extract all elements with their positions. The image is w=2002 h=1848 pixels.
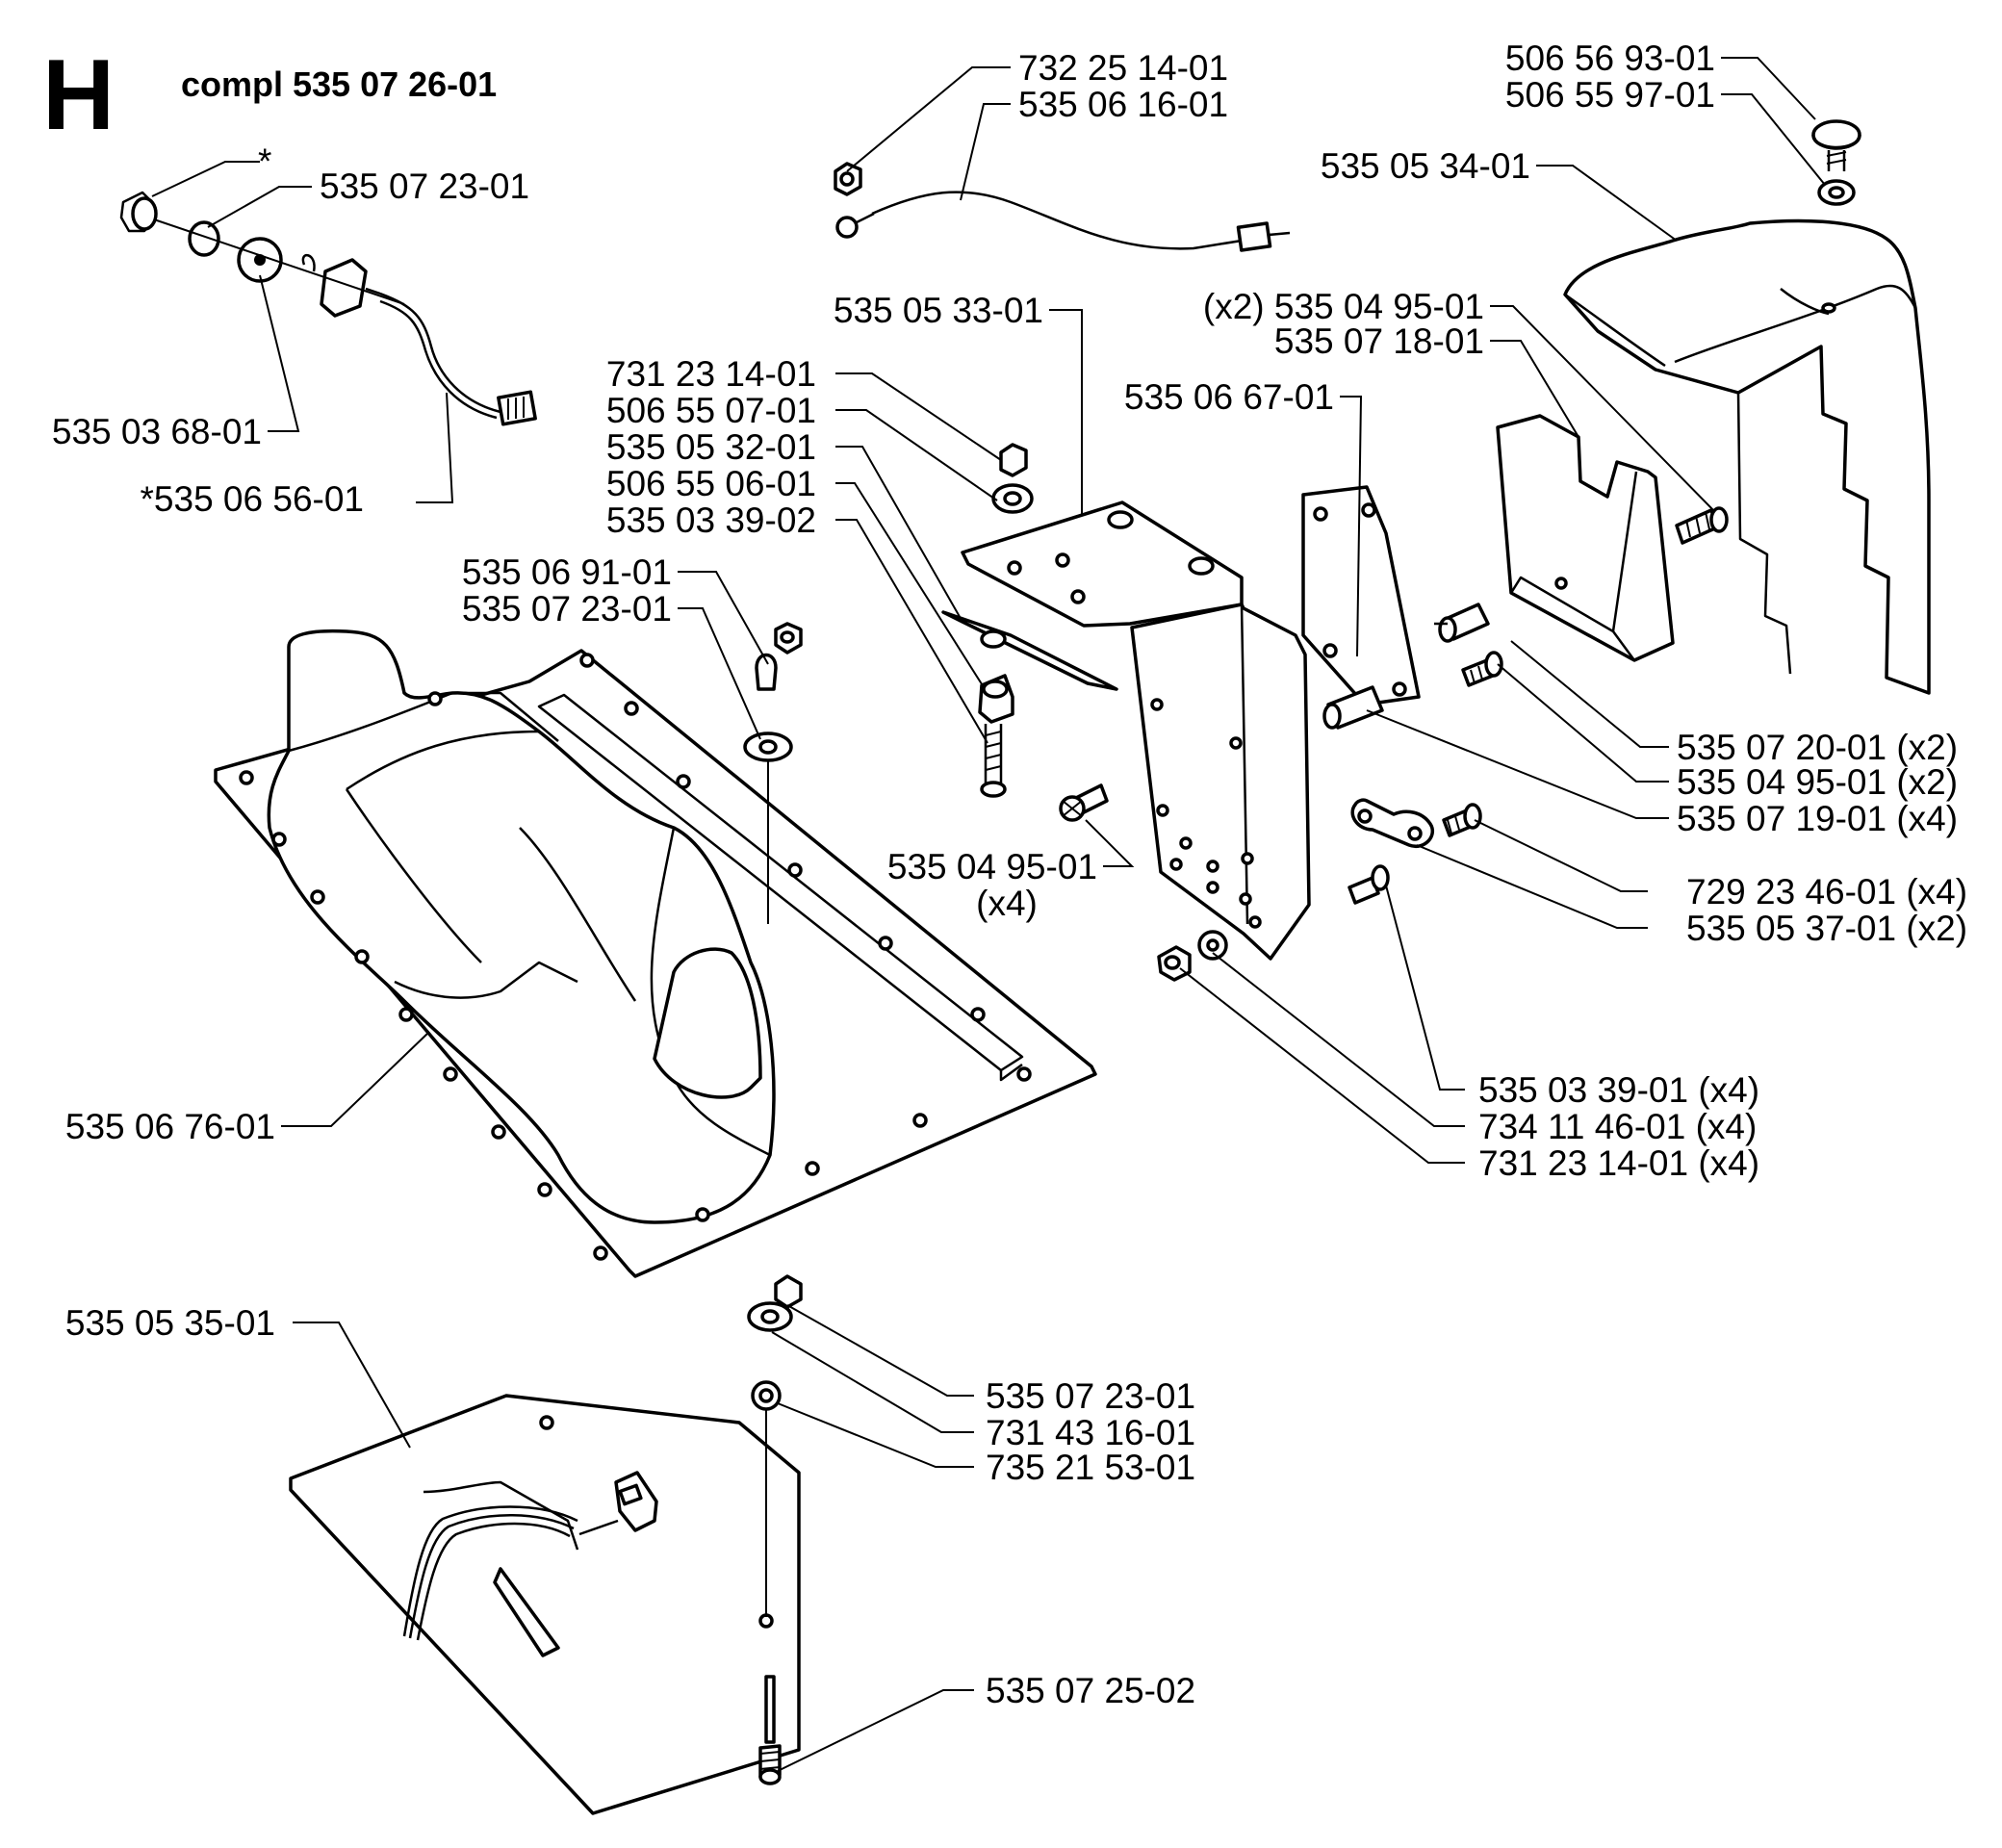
label-535-05-33-01: 535 05 33-01: [834, 291, 1043, 330]
top-cover: [1563, 218, 1931, 695]
label-535-03-39-02: 535 03 39-02: [606, 500, 816, 540]
label-535-06-56-01: *535 06 56-01: [141, 479, 364, 519]
label-535-07-23-01-top: 535 07 23-01: [320, 167, 529, 206]
lower-washer-stack: [747, 1274, 803, 1617]
label-731-43-16-01: 731 43 16-01: [986, 1413, 1195, 1452]
label-732-25-14-01: 732 25 14-01: [1018, 48, 1228, 88]
part-labels: 732 25 14-01 535 06 16-01 506 56 93-01 5…: [52, 38, 1967, 1710]
label-506-55-06-01: 506 55 06-01: [606, 464, 816, 503]
label-535-03-39-01-x4: 535 03 39-01 (x4): [1478, 1070, 1759, 1110]
cap-screw: [1811, 119, 1861, 206]
label-535-04-95-01: 535 04 95-01: [887, 847, 1097, 886]
lower-nut-washer: [1157, 930, 1228, 982]
label-731-23-14-01-x4: 731 23 14-01 (x4): [1478, 1143, 1759, 1183]
label-535-06-67-01: 535 06 67-01: [1124, 377, 1334, 417]
cable-assembly: [834, 162, 1291, 252]
label-x2-535-04-95-01: (x2) 535 04 95-01: [1203, 287, 1484, 326]
label-535-07-19-01-x4: 535 07 19-01 (x4): [1677, 799, 1958, 838]
label-535-06-91-01: 535 06 91-01: [462, 552, 672, 592]
label-535-07-25-02: 535 07 25-02: [986, 1671, 1195, 1710]
linkage: [1348, 798, 1482, 905]
knob-washer: [743, 622, 803, 924]
label-535-07-23-01-low: 535 07 23-01: [986, 1376, 1195, 1416]
mounting-plate: [1301, 485, 1421, 706]
label-731-23-14-01: 731 23 14-01: [606, 354, 816, 394]
label-506-55-07-01: 506 55 07-01: [606, 391, 816, 430]
label-535-03-68-01: 535 03 68-01: [52, 412, 262, 451]
label-535-07-20-01-x2: 535 07 20-01 (x2): [1677, 728, 1958, 767]
bracket-box: [1496, 414, 1675, 662]
box-screw: [1675, 506, 1729, 545]
base-plate: [214, 629, 1097, 1278]
label-535-06-76-01: 535 06 76-01: [65, 1107, 275, 1146]
label-535-04-95-01-x2: 535 04 95-01 (x2): [1677, 762, 1958, 802]
parts-drawings: [119, 119, 1931, 1815]
label-506-55-97-01: 506 55 97-01: [1505, 75, 1715, 115]
label-x4: (x4): [976, 884, 1038, 923]
section-letter: H: [42, 39, 115, 151]
label-506-56-93-01: 506 56 93-01: [1505, 38, 1715, 78]
label-535-05-35-01: 535 05 35-01: [65, 1303, 275, 1343]
label-735-21-53-01: 735 21 53-01: [986, 1448, 1195, 1487]
label-535-05-32-01: 535 05 32-01: [606, 427, 816, 467]
leader-lines: [151, 57, 1826, 1772]
assembly-label: compl 535 07 26-01: [181, 64, 497, 104]
spacers: [1322, 603, 1503, 730]
label-535-06-16-01: 535 06 16-01: [1018, 85, 1228, 124]
label-asterisk: *: [258, 141, 271, 181]
switch-assembly: [119, 191, 537, 426]
star-screw: [1059, 783, 1109, 822]
label-535-05-37-01-x2: 535 05 37-01 (x2): [1686, 909, 1967, 948]
fastener-stack: [978, 443, 1034, 798]
label-535-05-34-01: 535 05 34-01: [1321, 146, 1530, 186]
label-535-07-23-01-mid: 535 07 23-01: [462, 589, 672, 629]
label-535-07-18-01: 535 07 18-01: [1274, 321, 1484, 361]
lower-plate: [289, 1394, 801, 1815]
label-729-23-46-01-x4: 729 23 46-01 (x4): [1686, 872, 1967, 911]
label-734-11-46-01-x4: 734 11 46-01 (x4): [1478, 1107, 1757, 1146]
